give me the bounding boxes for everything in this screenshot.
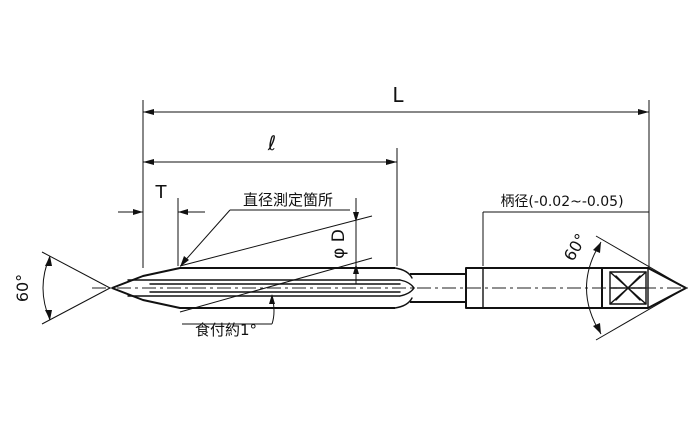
chamfer-angle-label: 食付約1° [195, 321, 257, 339]
reamer-body [111, 267, 687, 309]
measure-point-label: 直径測定箇所 [243, 191, 333, 209]
overall-length-label: L [392, 83, 404, 107]
right-center-angle-label: 60° [560, 230, 591, 264]
shank-diameter-label: 柄径(-0.02~-0.05) [500, 194, 623, 210]
diameter-label: φ D [329, 229, 349, 259]
left-center-angle-label: 60° [13, 274, 32, 302]
flute-length-label: ℓ [267, 131, 276, 155]
extension-lines [142, 100, 650, 313]
left-angle-arc [41, 251, 111, 325]
taper-length-label: T [155, 182, 168, 203]
dimension-lines [118, 109, 649, 325]
